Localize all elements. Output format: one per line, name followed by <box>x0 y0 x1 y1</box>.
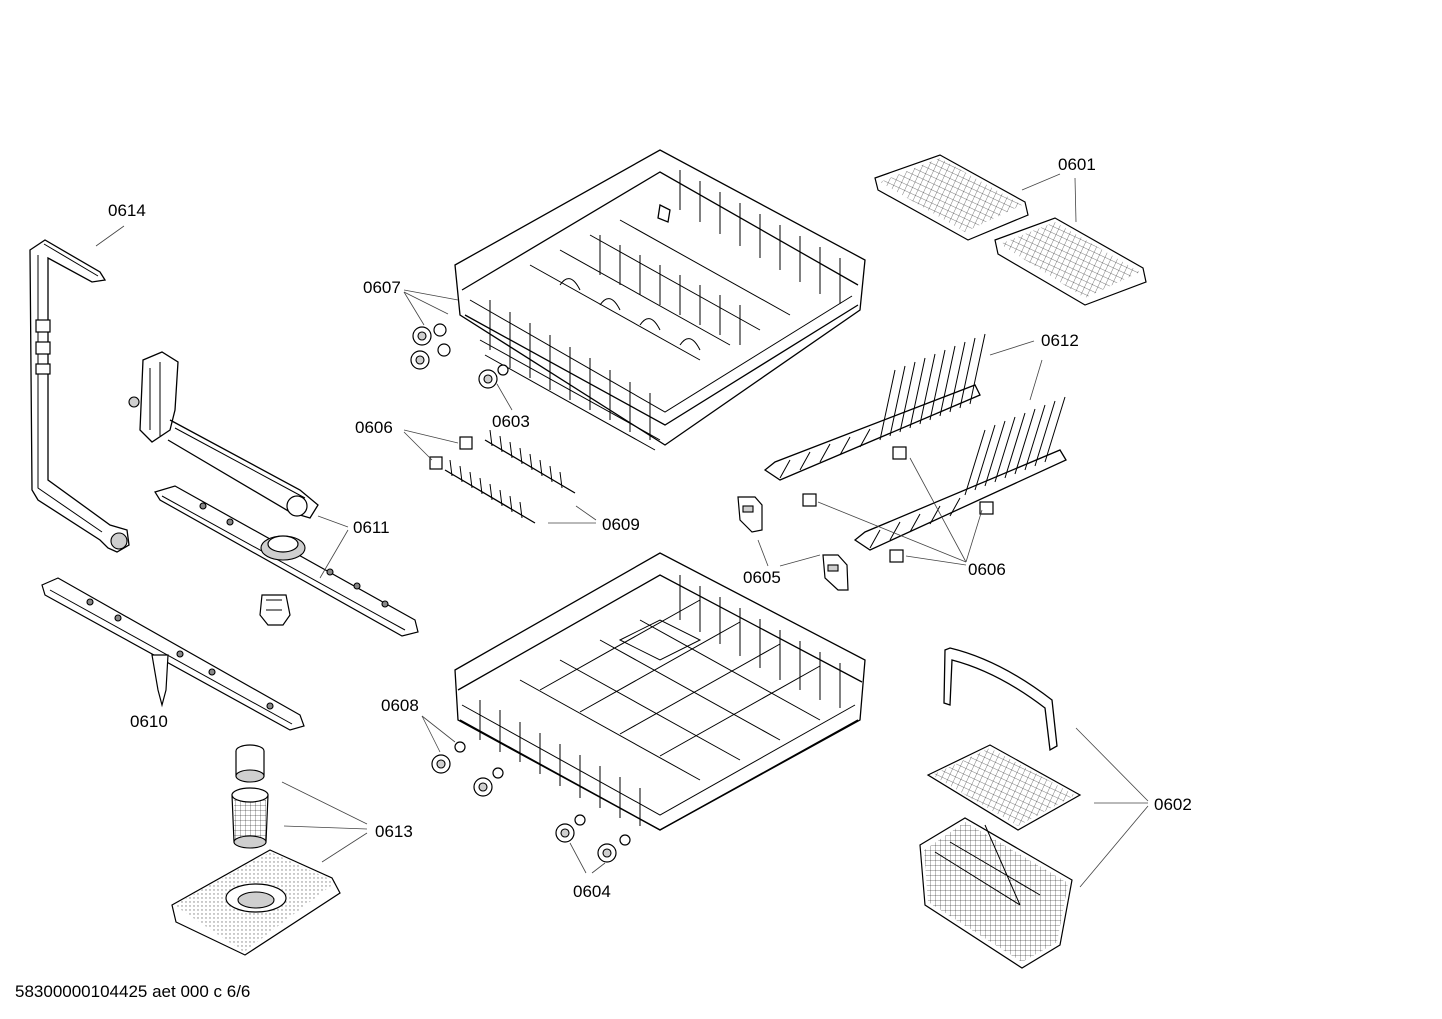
handle-clips-part <box>737 496 849 591</box>
supply-pipe-part <box>29 239 130 553</box>
filter-system-part <box>171 744 341 956</box>
label-0613: 0613 <box>375 822 413 841</box>
label-0610: 0610 <box>130 712 168 731</box>
label-0601: 0601 <box>1058 155 1096 174</box>
label-0606-left: 0606 <box>355 418 393 437</box>
upper-basket-part <box>410 149 866 451</box>
label-0612: 0612 <box>1041 331 1079 350</box>
cup-shelf-part <box>874 154 1147 306</box>
cutlery-basket-part <box>919 647 1082 969</box>
feed-pipe-part <box>128 351 319 519</box>
label-0605: 0605 <box>743 568 781 587</box>
lower-basket-part <box>431 552 866 863</box>
label-0603: 0603 <box>492 412 530 431</box>
label-0611: 0611 <box>353 518 390 537</box>
label-0604: 0604 <box>573 882 611 901</box>
label-0609: 0609 <box>602 515 640 534</box>
leader-lines <box>95 173 1149 888</box>
tine-racks-right-part <box>763 333 1067 563</box>
label-0608: 0608 <box>381 696 419 715</box>
label-0602: 0602 <box>1154 795 1192 814</box>
tine-row-left-part <box>429 429 576 524</box>
label-0607: 0607 <box>363 278 401 297</box>
label-0606-right: 0606 <box>968 560 1006 579</box>
label-0614: 0614 <box>108 201 146 220</box>
lower-spray-arm-part <box>41 577 305 731</box>
upper-spray-arm-part <box>154 485 419 637</box>
document-reference: 58300000104425 aet 000 c 6/6 <box>15 982 250 1001</box>
